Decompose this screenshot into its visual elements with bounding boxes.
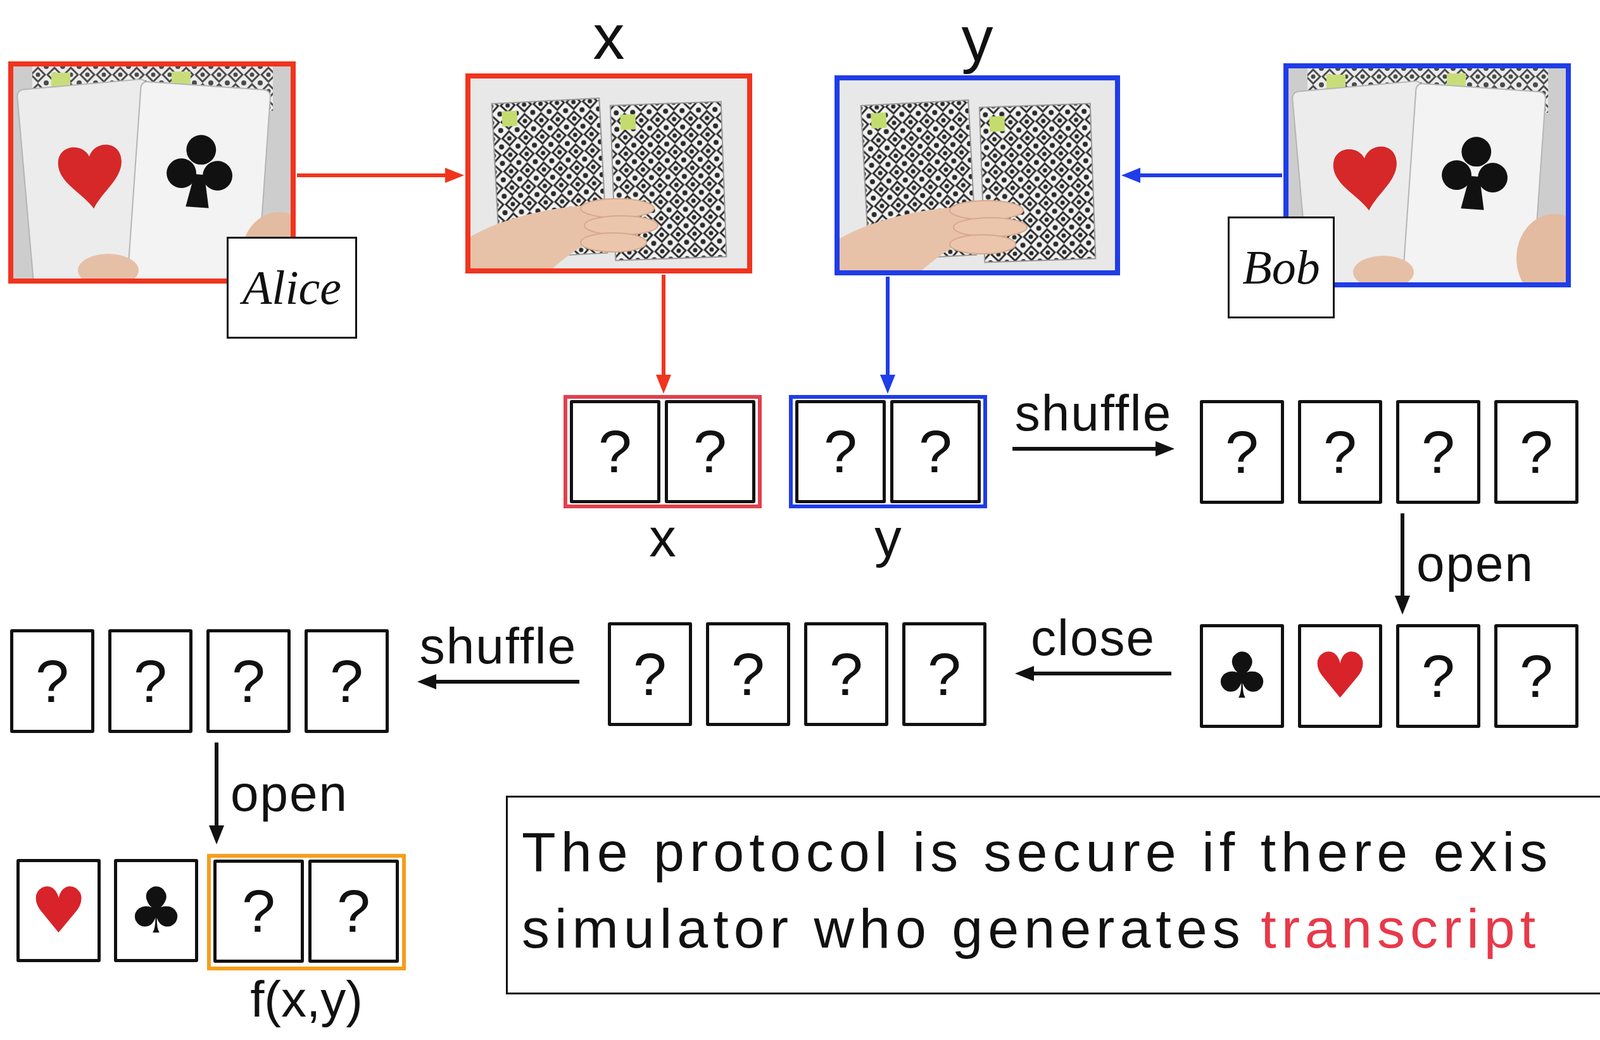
card-face: ? (823, 421, 858, 482)
card: ♣ (1199, 624, 1285, 729)
player-label: Bob (1227, 216, 1335, 319)
card: ? (795, 400, 886, 504)
card: ? (308, 859, 399, 964)
card: ? (108, 629, 193, 734)
card: ? (1297, 400, 1383, 504)
arrow (661, 274, 666, 382)
card-face: ? (1323, 422, 1357, 483)
card-face: ? (693, 421, 727, 482)
note-box: The protocol is secure if there exissimu… (505, 795, 1600, 995)
card-face: ♣ (1213, 644, 1271, 708)
note-text: The protocol is secure if there exis (521, 813, 1553, 891)
card: ? (1494, 400, 1579, 504)
card-face: ? (241, 881, 276, 942)
card-face: ? (1421, 646, 1456, 707)
player-label: y (961, 6, 994, 71)
photo-frame: Bob (1283, 63, 1571, 288)
card-face: ? (133, 651, 168, 712)
card: ? (1396, 624, 1481, 729)
card: ? (10, 629, 95, 734)
card: ? (1199, 400, 1285, 504)
photo-frame: y (834, 75, 1121, 276)
card: ? (607, 622, 693, 727)
card-face: ♣ (127, 879, 185, 943)
card-group: f(x,y)?? (207, 854, 406, 971)
card: ? (705, 622, 791, 727)
variable-label: x (648, 510, 677, 565)
connectors (216, 175, 1403, 832)
photo-frame: x (465, 73, 753, 274)
card-face: ? (598, 421, 632, 482)
card-face: ♥ (30, 879, 88, 943)
card: ? (804, 622, 889, 727)
card-face: ♥ (1311, 644, 1369, 708)
card: ? (1396, 400, 1481, 504)
card-face: ? (731, 644, 765, 705)
card: ? (213, 859, 304, 964)
arrow (1133, 173, 1283, 178)
player-label: Alice (226, 236, 358, 339)
step-label: close (1030, 610, 1156, 667)
step-label: shuffle (419, 618, 577, 675)
card-face: ? (927, 644, 962, 705)
card-face: ? (336, 881, 371, 942)
arrow (1027, 671, 1172, 676)
card: ? (304, 629, 389, 734)
note-text: transcript (1260, 897, 1541, 960)
arrow (885, 276, 890, 382)
card-face: ? (231, 651, 266, 712)
card: ? (569, 400, 661, 504)
arrow (1012, 447, 1162, 451)
arrow (214, 742, 219, 832)
card-face: ? (918, 421, 953, 482)
card: ♣ (113, 859, 199, 963)
card: ♥ (1297, 624, 1383, 729)
variable-label: y (874, 510, 902, 565)
card: ? (664, 400, 756, 504)
photo-frame: Alice (8, 61, 296, 284)
y-cards-photo (839, 80, 1117, 271)
card-face: ? (1421, 422, 1456, 483)
card: ? (890, 400, 981, 504)
card-group: y?? (788, 395, 988, 509)
arrow (1400, 513, 1405, 603)
card-face: ? (1519, 646, 1554, 707)
card: ? (902, 622, 987, 727)
card-face: ? (829, 644, 863, 705)
arrow (429, 680, 580, 684)
card-face: ? (1519, 422, 1554, 483)
arrow (296, 173, 452, 178)
variable-label: f(x,y) (250, 973, 363, 1027)
card: ? (206, 629, 291, 734)
card-group: x?? (563, 395, 762, 509)
player-label: x (593, 5, 625, 69)
step-label: open (230, 766, 349, 822)
card: ♥ (16, 859, 101, 963)
card: ? (1494, 624, 1579, 729)
card-face: ? (35, 651, 70, 712)
card-face: ? (329, 651, 364, 712)
card-face: ? (1225, 422, 1259, 483)
step-label: open (1416, 536, 1535, 593)
step-label: shuffle (1014, 385, 1172, 442)
x-cards-photo (470, 78, 748, 269)
card-face: ? (633, 644, 667, 705)
note-text: simulator who generates (521, 897, 1246, 960)
